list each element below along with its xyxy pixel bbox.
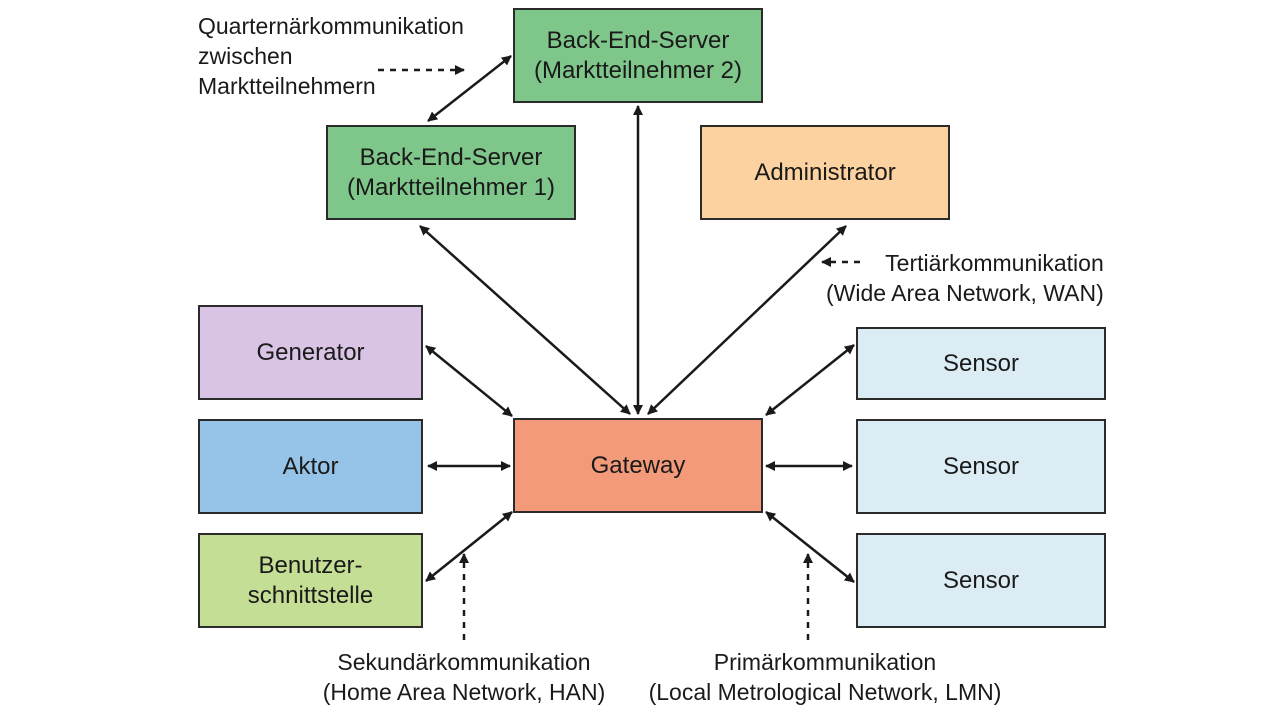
sensor1-label: Sensor [942, 349, 1020, 377]
back-end-server-1-box: Back-End-Server (Marktteilnehmer 1) [326, 125, 576, 220]
arrow-benutzer-gateway [425, 511, 513, 582]
back-end-server-2-box: Back-End-Server (Marktteilnehmer 2) [513, 8, 763, 103]
generator-box: Generator [198, 305, 423, 400]
sensor3-label: Sensor [942, 566, 1020, 594]
sekundaer-label: Sekundärkommunikation (Home Area Network… [314, 648, 614, 708]
primaer-line1: Primärkommunikation [713, 649, 937, 675]
benutzer-line1: Benutzer- [258, 551, 363, 579]
arrow-generator-gateway [425, 345, 513, 417]
quartaer-line3: Marktteilnehmern [198, 72, 376, 99]
sekundaer-line1: Sekundärkommunikation [337, 649, 591, 675]
administrator-box: Administrator [700, 125, 950, 220]
tertiaer-line1: Tertiärkommunikation [885, 250, 1104, 276]
benutzer-line2: schnittstelle [247, 581, 374, 609]
server1-line1: Back-End-Server [359, 143, 543, 171]
sensor-box-3: Sensor [856, 533, 1106, 628]
server2-line1: Back-End-Server [546, 26, 730, 54]
server1-line2: (Marktteilnehmer 1) [346, 173, 556, 201]
arrow-server1-server2 [427, 55, 512, 122]
arrow-sensor3-gateway [765, 511, 855, 583]
tertiaer-line2: (Wide Area Network, WAN) [826, 279, 1104, 306]
generator-label: Generator [256, 338, 365, 366]
primaer-label: Primärkommunikation (Local Metrological … [640, 648, 1010, 708]
sekundaer-line2: (Home Area Network, HAN) [322, 678, 606, 705]
quartaer-line1: Quarternärkommunikation [198, 13, 464, 39]
tertiaer-label: Tertiärkommunikation (Wide Area Network,… [826, 249, 1104, 309]
quartaer-label: Quarternärkommunikation zwischen Marktte… [198, 12, 464, 102]
benutzerschnittstelle-box: Benutzer- schnittstelle [198, 533, 423, 628]
aktor-box: Aktor [198, 419, 423, 514]
arrow-sensor1-gateway [765, 344, 855, 416]
primaer-line2: (Local Metrological Network, LMN) [648, 678, 1002, 705]
sensor-box-2: Sensor [856, 419, 1106, 514]
aktor-label: Aktor [282, 452, 339, 480]
sensor2-label: Sensor [942, 452, 1020, 480]
arrow-administrator-gateway [647, 225, 847, 415]
administrator-label: Administrator [754, 158, 896, 186]
gateway-box: Gateway [513, 418, 763, 513]
server2-line2: (Marktteilnehmer 2) [533, 56, 743, 84]
sensor-box-1: Sensor [856, 327, 1106, 400]
gateway-label: Gateway [590, 451, 686, 479]
arrow-server1-gateway [419, 225, 631, 415]
quartaer-line2: zwischen [198, 42, 293, 69]
